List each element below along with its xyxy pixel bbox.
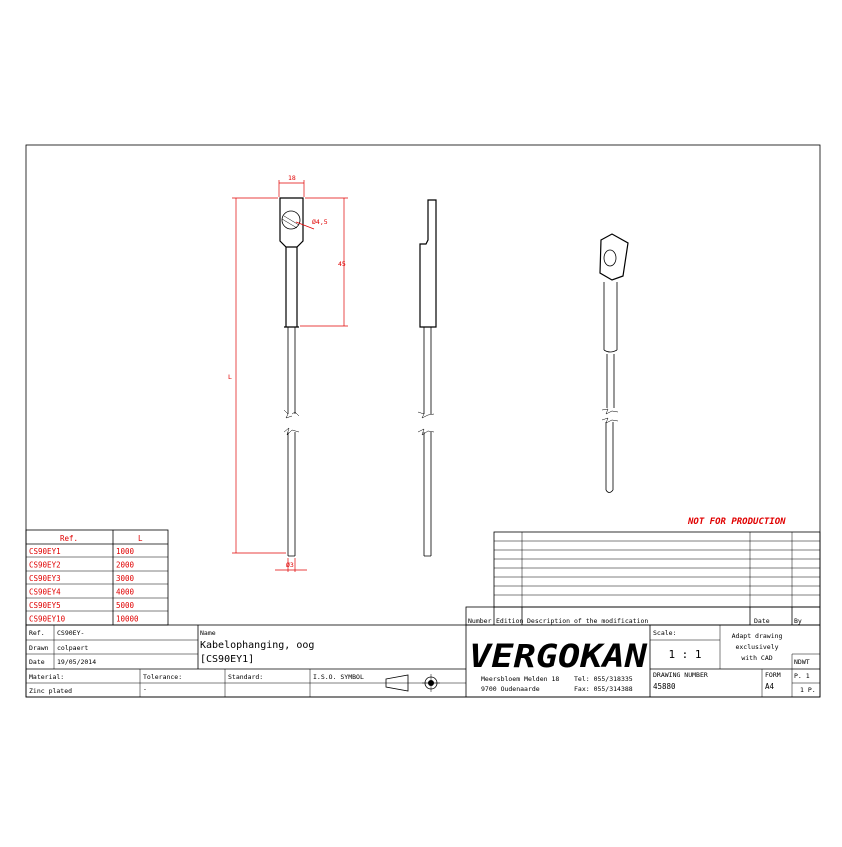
iso-symbol-label: I.S.O. SYMBOL xyxy=(313,673,364,681)
cad-note-line3: with CAD xyxy=(741,654,772,662)
not-for-production-label: NOT FOR PRODUCTION xyxy=(687,517,786,527)
ref-label: Ref. xyxy=(29,629,45,637)
eye-hole xyxy=(281,210,301,230)
iso-eye-hole xyxy=(603,249,617,267)
dim-dia-label: Ø3 xyxy=(286,561,294,569)
part-name: Kabelophanging, oog xyxy=(200,640,314,651)
cable-upper xyxy=(287,327,296,414)
ref-cell: CS90EY4 xyxy=(29,588,61,597)
cad-note-line1: Adapt drawing xyxy=(732,632,783,640)
format-value: A4 xyxy=(765,682,775,691)
rev-by-label: By xyxy=(794,617,802,625)
iso-eye-plate xyxy=(599,233,629,281)
ref-header: Ref. xyxy=(60,534,78,543)
iso-sleeve xyxy=(603,282,618,350)
ref-cell: CS90EY1 xyxy=(29,547,61,556)
dim-height-label: 45 xyxy=(338,260,346,268)
tolerance-label: Tolerance: xyxy=(143,673,182,681)
side-cable-lower xyxy=(423,432,432,557)
address-line2: 9700 Oudenaarde xyxy=(481,685,540,693)
company-logo: VERGOKAN xyxy=(469,637,648,675)
rev-number-label: Number xyxy=(468,617,492,625)
dim-hole-label: Ø4,5 xyxy=(312,218,328,226)
standard-label: Standard: xyxy=(228,673,263,681)
address-line1: Meersbloem Melden 18 xyxy=(481,675,559,683)
cad-note-line2: exclusively xyxy=(735,643,778,651)
iso-cable-lower xyxy=(605,422,614,490)
sheet-border xyxy=(25,144,821,698)
name-label: Name xyxy=(200,629,216,637)
phone: Tel: 055/318335 xyxy=(574,675,633,683)
length-cell: 10000 xyxy=(116,615,139,624)
fax: Fax: 055/314388 xyxy=(574,685,633,693)
format-label: FORM xyxy=(765,671,781,679)
title-block: Ref. CS90EY- Drawn colpaert Date 19/05/2… xyxy=(25,624,821,698)
date-label: Date xyxy=(29,658,45,666)
rev-date-label: Date xyxy=(754,617,770,625)
isometric-view xyxy=(599,233,629,493)
l-header: L xyxy=(138,534,143,543)
page-number: P. 1 xyxy=(794,672,810,680)
material-value: Zinc plated xyxy=(29,687,72,695)
date-value: 19/05/2014 xyxy=(57,658,96,666)
length-cell: 2000 xyxy=(116,561,135,570)
length-cell: 3000 xyxy=(116,574,135,583)
drawing-number-label: DRAWING NUMBER xyxy=(653,671,708,679)
material-label: Material: xyxy=(29,673,64,681)
dim-width-label: 18 xyxy=(288,174,296,182)
scale-label: Scale: xyxy=(653,629,676,637)
projection-symbol-icon xyxy=(385,674,440,692)
tolerance-value: - xyxy=(143,685,147,693)
revision-table: Number Edition Description of the modifi… xyxy=(465,531,821,626)
ref-cell: CS90EY2 xyxy=(29,561,61,570)
side-cable-upper xyxy=(423,327,432,414)
length-cell: 4000 xyxy=(116,588,135,597)
length-cell: 1000 xyxy=(116,547,135,556)
length-cell: 5000 xyxy=(116,601,135,610)
drawn-value: colpaert xyxy=(57,644,88,652)
rev-description-label: Description of the modification xyxy=(527,617,648,625)
ndwt-label: NDWT xyxy=(794,658,810,666)
drawing-number: 45880 xyxy=(653,682,676,691)
ref-value: CS90EY- xyxy=(57,629,84,637)
side-profile xyxy=(419,199,437,328)
cable-lower xyxy=(287,432,296,557)
rev-edition-label: Edition xyxy=(496,617,523,625)
part-code: [CS90EY1] xyxy=(200,654,254,665)
drawn-label: Drawn xyxy=(29,644,49,652)
iso-cable-upper xyxy=(606,354,615,408)
ref-cell: CS90EY3 xyxy=(29,574,61,583)
ref-cell: CS90EY5 xyxy=(29,601,61,610)
scale-value: 1 : 1 xyxy=(668,648,701,661)
page-count: 1 P. xyxy=(800,686,816,694)
sleeve xyxy=(284,247,299,328)
dim-length-label: L xyxy=(228,373,232,381)
dim-hole-leader xyxy=(295,221,315,230)
side-view xyxy=(417,199,437,557)
ref-cell: CS90EY10 xyxy=(29,615,66,624)
front-view: 18 Ø4,5 45 L Ø3 xyxy=(228,174,348,572)
